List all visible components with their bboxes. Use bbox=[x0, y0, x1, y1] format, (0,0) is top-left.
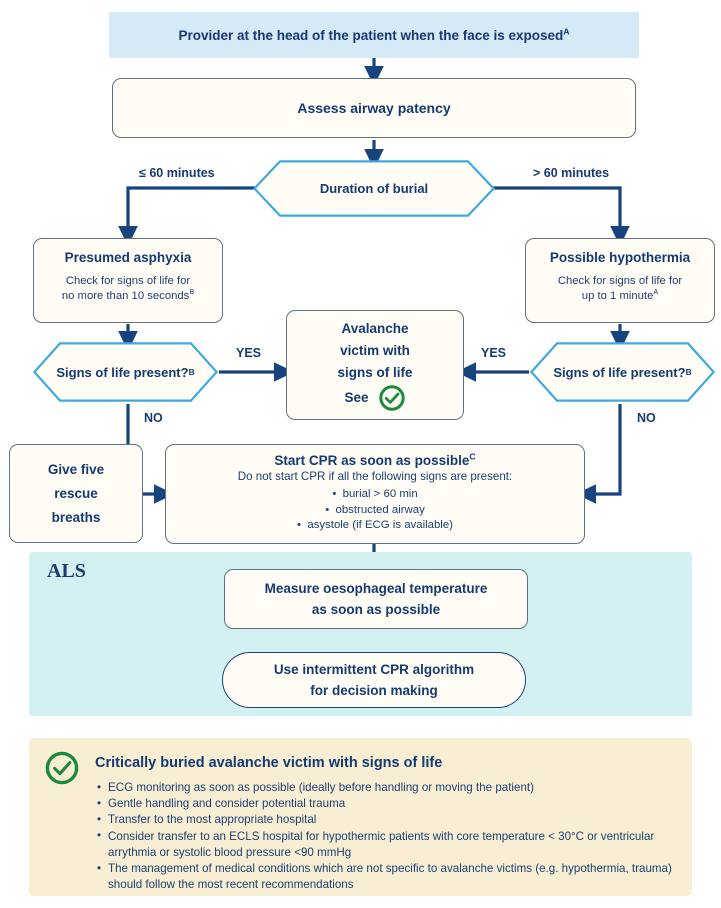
node-start-cpr: Start CPR as soon as possibleC Do not st… bbox=[165, 444, 585, 544]
start-cpr-title: Start CPR as soon as possibleC bbox=[274, 451, 476, 468]
legend-bullet-list: ECG monitoring as soon as possible (idea… bbox=[96, 779, 674, 893]
hexagon-shape bbox=[529, 342, 716, 402]
node-presumed-asphyxia: Presumed asphyxia Check for signs of lif… bbox=[33, 238, 223, 323]
check-circle-icon bbox=[45, 751, 79, 785]
node-signs-of-life-right: Signs of life present?B bbox=[529, 342, 716, 402]
avalanche-victim-line3: signs of life bbox=[337, 365, 413, 380]
possible-hypothermia-sub-superscript: A bbox=[653, 287, 659, 297]
rescue-breaths-line2: rescue bbox=[54, 485, 98, 501]
start-cpr-bullet-list: burial > 60 min obstructed airway asysto… bbox=[297, 487, 453, 534]
als-label: ALS bbox=[47, 560, 86, 582]
banner-provider-at-head: Provider at the head of the patient when… bbox=[109, 12, 639, 58]
intermittent-cpr-line1: Use intermittent CPR algorithm bbox=[273, 662, 475, 677]
edge-label-yes-left: YES bbox=[236, 346, 262, 360]
presumed-asphyxia-subtext: Check for signs of life for no more than… bbox=[62, 274, 194, 304]
node-avalanche-victim-signs-of-life: Avalanche victim with signs of life See bbox=[286, 310, 464, 420]
intermittent-cpr-line2: for decision making bbox=[310, 683, 438, 698]
edge-label-gt-60-minutes: > 60 minutes bbox=[533, 166, 610, 180]
list-item: asystole (if ECG is available) bbox=[297, 518, 453, 534]
node-measure-oesophageal-temperature: Measure oesophageal temperature as soon … bbox=[224, 569, 528, 629]
assess-airway-title: Assess airway patency bbox=[297, 100, 451, 116]
possible-hypothermia-title: Possible hypothermia bbox=[549, 250, 691, 265]
list-item: obstructed airway bbox=[297, 503, 453, 519]
node-give-five-rescue-breaths: Give five rescue breaths bbox=[9, 444, 143, 543]
check-circle-icon bbox=[378, 385, 405, 411]
possible-hypothermia-subtext: Check for signs of life for up to 1 minu… bbox=[558, 274, 682, 304]
presumed-asphyxia-sub-line2: no more than 10 seconds bbox=[61, 290, 190, 302]
banner-superscript: A bbox=[563, 26, 570, 36]
list-item: burial > 60 min bbox=[297, 487, 453, 503]
list-item: The management of medical conditions whi… bbox=[96, 861, 674, 893]
node-use-intermittent-cpr-algorithm: Use intermittent CPR algorithm for decis… bbox=[222, 652, 526, 708]
list-item: Transfer to the most appropriate hospita… bbox=[96, 812, 674, 828]
list-item: ECG monitoring as soon as possible (idea… bbox=[96, 779, 674, 796]
node-possible-hypothermia: Possible hypothermia Check for signs of … bbox=[525, 238, 715, 323]
avalanche-victim-see-row: See bbox=[344, 384, 405, 412]
edge-label-no-left: NO bbox=[144, 411, 163, 425]
avalanche-victim-line1: Avalanche bbox=[341, 321, 409, 336]
measure-temp-line2: as soon as possible bbox=[311, 602, 441, 617]
possible-hypothermia-sub-line2: up to 1 minute bbox=[581, 290, 654, 302]
presumed-asphyxia-title: Presumed asphyxia bbox=[64, 250, 192, 265]
measure-temp-line1: Measure oesophageal temperature bbox=[264, 581, 488, 596]
edge-label-yes-right: YES bbox=[481, 346, 507, 360]
signs-of-life-left-label: Signs of life present?B bbox=[56, 364, 195, 380]
presumed-asphyxia-sub-line1: Check for signs of life for bbox=[65, 275, 191, 287]
presumed-asphyxia-sub-superscript: B bbox=[189, 287, 195, 297]
legend-title: Critically buried avalanche victim with … bbox=[95, 755, 443, 771]
node-assess-airway-patency: Assess airway patency bbox=[112, 78, 636, 138]
banner-text: Provider at the head of the patient when… bbox=[178, 26, 570, 43]
node-signs-of-life-left: Signs of life present?B bbox=[32, 342, 219, 402]
avalanche-victim-line4: See bbox=[344, 390, 369, 405]
hexagon-shape bbox=[252, 160, 496, 217]
avalanche-victim-line2: victim with bbox=[340, 343, 410, 358]
signs-of-life-right-label: Signs of life present?B bbox=[553, 364, 692, 380]
hexagon-shape bbox=[32, 342, 219, 402]
duration-of-burial-label: Duration of burial bbox=[319, 181, 429, 196]
possible-hypothermia-sub-line1: Check for signs of life for bbox=[557, 275, 683, 287]
start-cpr-subtitle: Do not start CPR if all the following si… bbox=[237, 470, 513, 483]
edge-label-no-right: NO bbox=[637, 411, 656, 425]
node-duration-of-burial: Duration of burial bbox=[252, 160, 496, 217]
rescue-breaths-line1: Give five bbox=[47, 461, 105, 477]
list-item: Consider transfer to an ECLS hospital fo… bbox=[96, 828, 674, 861]
edge-label-le-60-minutes: ≤ 60 minutes bbox=[139, 166, 215, 180]
rescue-breaths-line3: breaths bbox=[51, 509, 101, 525]
start-cpr-superscript: C bbox=[469, 451, 476, 462]
list-item: Gentle handling and consider potential t… bbox=[96, 796, 674, 812]
